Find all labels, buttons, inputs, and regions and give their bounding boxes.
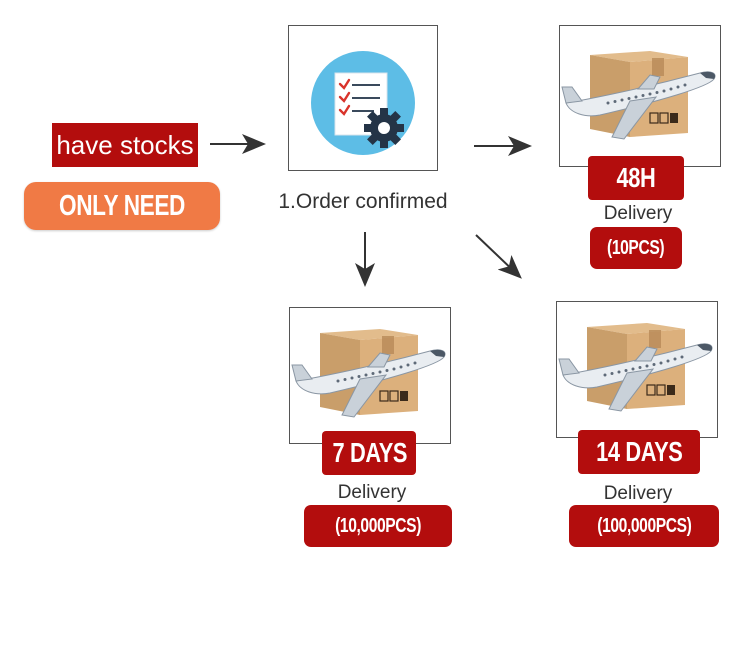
quantity-badge-48h: (10PCS) (590, 227, 682, 269)
delivery-label-7days: Delivery (337, 482, 407, 503)
cargo-box-icon (561, 50, 716, 140)
order-confirmed-frame (288, 25, 438, 171)
order-confirmed-label: 1.Order confirmed (278, 190, 448, 213)
quantity-badge-7days: (10,000PCS) (304, 505, 452, 547)
quantity-badge-14days: (100,000PCS) (569, 505, 719, 547)
arrow-icon (475, 234, 522, 279)
delivery-label-48h: Delivery (603, 203, 673, 224)
cargo-box-icon (291, 328, 446, 418)
gear-icon (364, 108, 404, 148)
only-need-48h-label: ONLY NEED 48H (24, 182, 220, 270)
cargo-frame-14days (556, 301, 718, 438)
cargo-frame-7days (289, 307, 451, 444)
time-badge-7days: 7 DAYS (322, 431, 416, 475)
order-checklist-icon (311, 51, 415, 155)
cargo-box-icon (558, 322, 713, 412)
have-stocks-label: have stocks (52, 123, 198, 167)
cargo-frame-48h (559, 25, 721, 167)
delivery-label-14days: Delivery (603, 483, 673, 504)
time-badge-14days: 14 DAYS (578, 430, 700, 474)
time-badge-48h: 48H (588, 156, 684, 200)
